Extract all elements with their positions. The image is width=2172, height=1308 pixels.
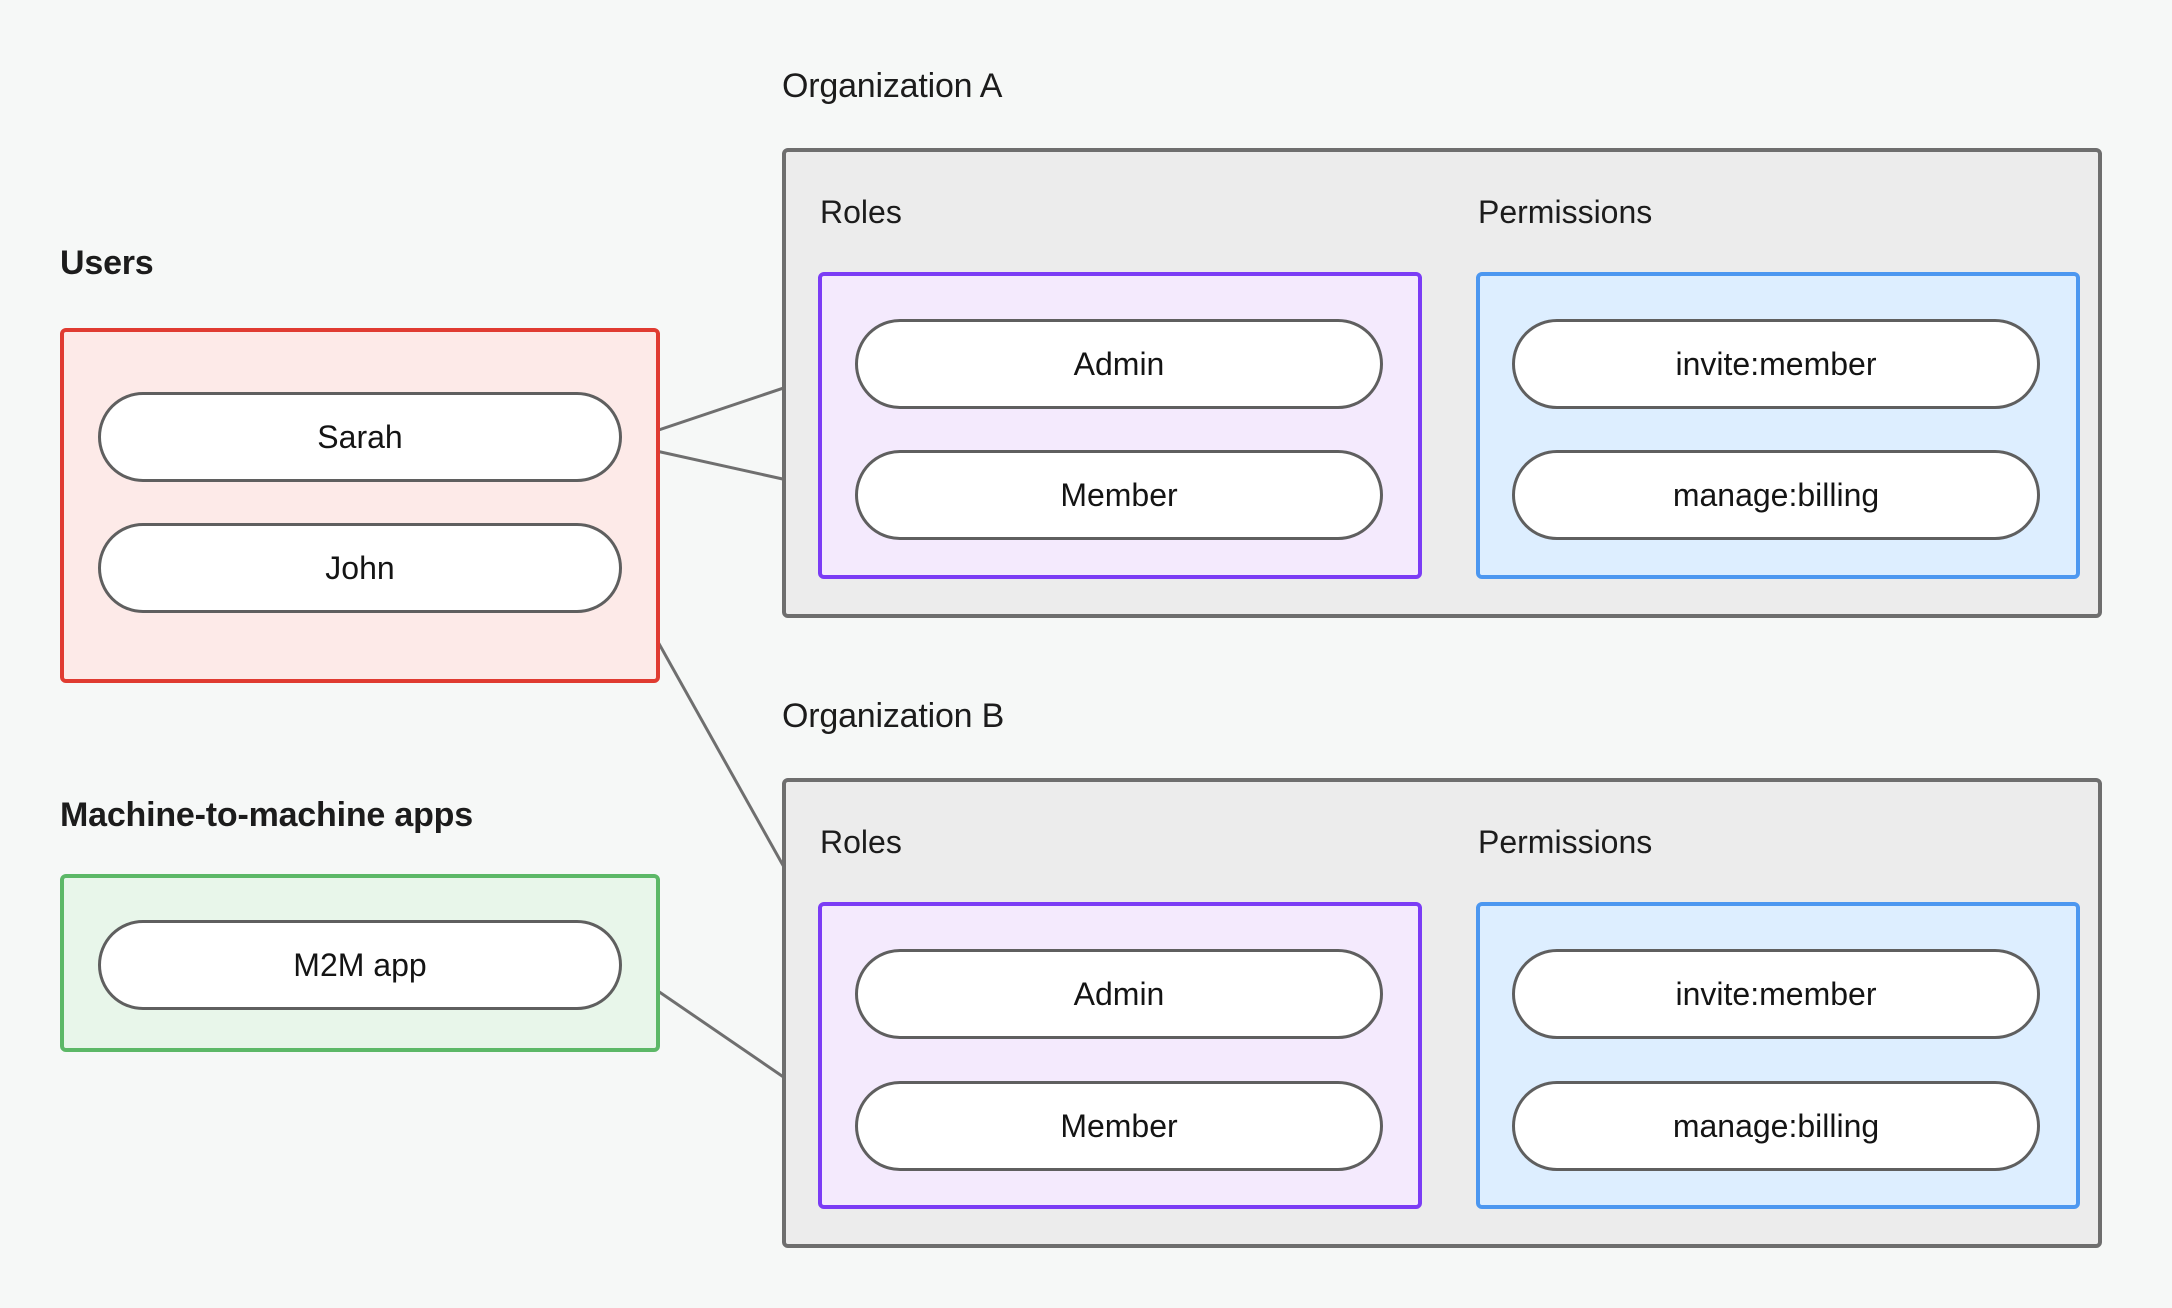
org-a-title: Organization A <box>782 67 1003 105</box>
org-b-permissions-title: Permissions <box>1478 824 1653 860</box>
org-b-role-pill-admin[interactable]: Admin <box>855 949 1383 1039</box>
org-a-roles-title: Roles <box>820 194 902 230</box>
m2m-group-title: Machine-to-machine apps <box>60 796 473 834</box>
org-a-role-pill-member[interactable]: Member <box>855 450 1383 540</box>
org-b-permission-pill-manage-billing[interactable]: manage:billing <box>1512 1081 2040 1171</box>
org-b-role-pill-member[interactable]: Member <box>855 1081 1383 1171</box>
org-b-permission-pill-invite-member[interactable]: invite:member <box>1512 949 2040 1039</box>
user-pill-sarah[interactable]: Sarah <box>98 392 622 482</box>
org-a-permissions-title: Permissions <box>1478 194 1653 230</box>
user-pill-john[interactable]: John <box>98 523 622 613</box>
users-group-title: Users <box>60 244 154 282</box>
m2m-pill-app[interactable]: M2M app <box>98 920 622 1010</box>
org-a-permission-pill-manage-billing[interactable]: manage:billing <box>1512 450 2040 540</box>
org-a-role-pill-admin[interactable]: Admin <box>855 319 1383 409</box>
org-a-permission-pill-invite-member[interactable]: invite:member <box>1512 319 2040 409</box>
org-b-roles-title: Roles <box>820 824 902 860</box>
users-group-box <box>60 328 660 683</box>
org-b-title: Organization B <box>782 697 1005 735</box>
